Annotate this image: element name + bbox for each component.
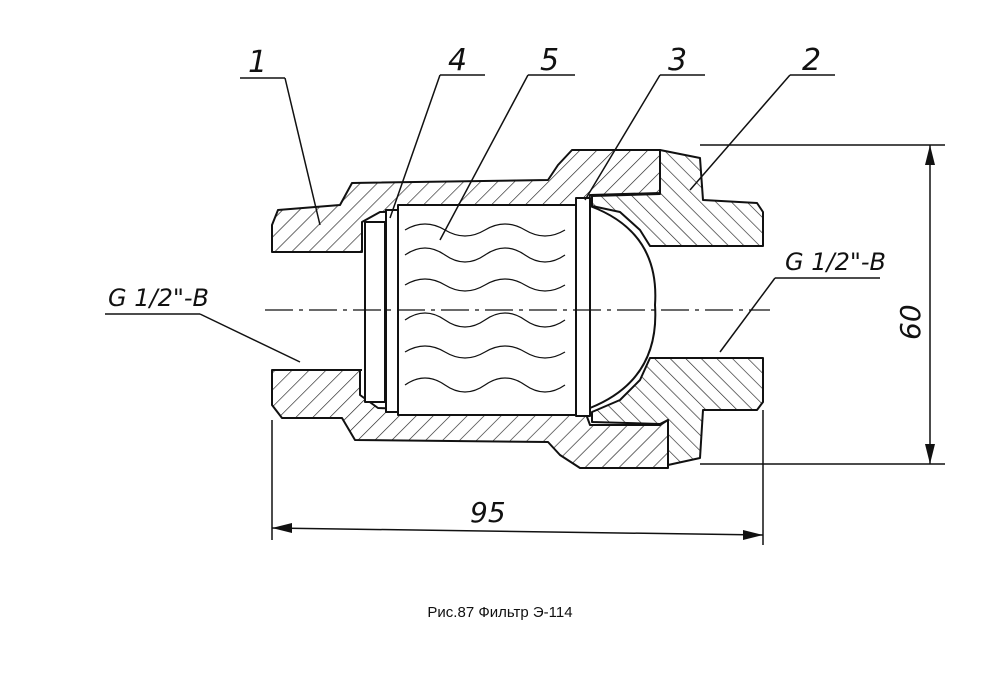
dome-cap — [589, 205, 657, 409]
union-nut-bottom — [591, 357, 764, 466]
dim-95-arrow-left — [272, 523, 292, 533]
label-part-3: 3 — [668, 43, 687, 78]
filter-texture — [404, 223, 566, 393]
dim-60-arrow-top — [925, 145, 935, 165]
leader-5-arm — [439, 74, 529, 241]
dimension-length: 95 — [470, 496, 506, 529]
leader-3-arm — [584, 74, 661, 201]
label-part-2: 2 — [802, 43, 821, 78]
label-part-5: 5 — [540, 43, 559, 78]
leader-thread-left-arm — [199, 313, 301, 363]
leader-1-arm — [284, 77, 321, 226]
leader-4-arm — [389, 74, 441, 219]
label-part-4: 4 — [448, 43, 467, 78]
label-thread-left: G 1/2"-B — [108, 284, 209, 312]
right-plate — [575, 197, 591, 417]
label-part-1: 1 — [248, 45, 267, 80]
leader-thread-right-arm — [719, 277, 776, 353]
dim-95-line — [271, 527, 764, 536]
dim-60-arrow-bottom — [925, 444, 935, 464]
left-plate-inner — [385, 209, 399, 413]
dimension-height: 60 — [894, 304, 927, 340]
leader-2-arm — [689, 74, 791, 191]
figure-caption: Рис.87 Фильтр Э-114 — [427, 604, 573, 621]
label-thread-right: G 1/2"-B — [785, 248, 886, 276]
body-bottom-wall — [271, 369, 669, 469]
dim-95-arrow-right — [743, 530, 763, 540]
left-plate-outer — [364, 221, 386, 403]
